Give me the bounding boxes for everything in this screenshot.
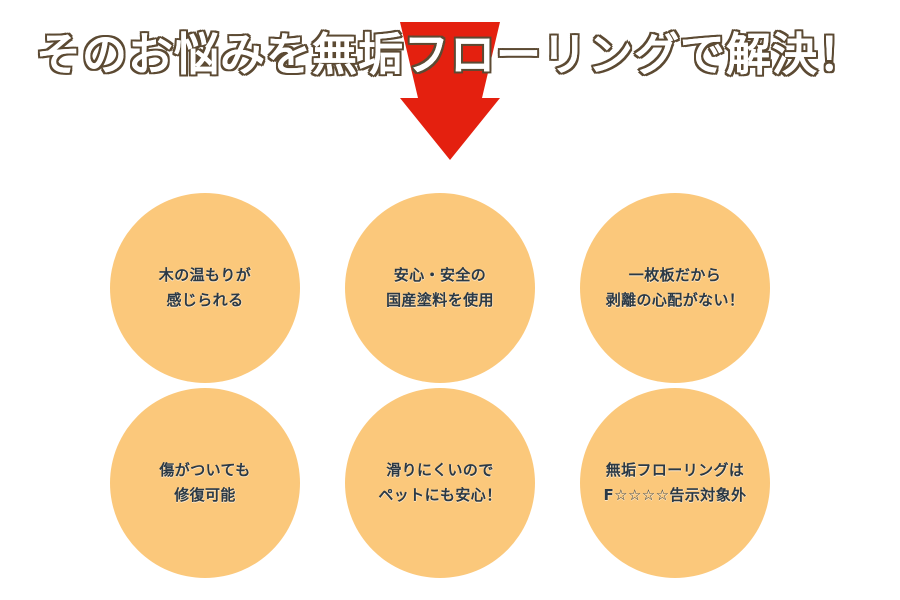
benefit-circle-3-line-1: 一枚板だから bbox=[628, 266, 722, 284]
benefit-circle-1-line-1: 木の温もりが bbox=[158, 266, 252, 284]
benefit-circle-6-line-2: F☆☆☆☆告示対象外 bbox=[603, 486, 747, 504]
benefit-circle-6: 無垢フローリングは F☆☆☆☆告示対象外 bbox=[580, 388, 770, 578]
benefit-circle-5-line-2: ペットにも安心！ bbox=[378, 486, 502, 504]
benefit-circle-5-body: 滑りにくいので ペットにも安心！ bbox=[345, 388, 535, 578]
benefit-circle-5-line-1: 滑りにくいので bbox=[386, 461, 494, 479]
benefit-circle-1-body: 木の温もりが 感じられる bbox=[110, 193, 300, 383]
benefit-circle-3-line-2: 剥離の心配がない！ bbox=[605, 291, 745, 309]
down-arrow-shape bbox=[400, 22, 500, 160]
benefit-circle-2-body: 安心・安全の 国産塗料を使用 bbox=[345, 193, 535, 383]
benefit-circle-5: 滑りにくいので ペットにも安心！ bbox=[345, 388, 535, 578]
benefit-circle-2-line-2: 国産塗料を使用 bbox=[386, 291, 494, 309]
benefit-circle-4: 傷がついても 修復可能 bbox=[110, 388, 300, 578]
benefit-circle-4-line-1: 傷がついても bbox=[159, 461, 251, 479]
benefit-circle-1: 木の温もりが 感じられる bbox=[110, 193, 300, 383]
benefit-circle-2-line-1: 安心・安全の bbox=[393, 266, 487, 284]
page-title-stroke: そのお悩みを無垢フローリングで解決！ bbox=[34, 27, 864, 83]
benefit-circle-1-line-2: 感じられる bbox=[166, 291, 244, 309]
benefit-circle-3-body: 一枚板だから 剥離の心配がない！ bbox=[580, 193, 770, 383]
benefit-circle-6-line-1: 無垢フローリングは bbox=[605, 461, 745, 479]
benefit-circle-4-body: 傷がついても 修復可能 bbox=[110, 388, 300, 578]
page-title: そのお悩みを無垢フローリングで解決！ そのお悩みを無垢フローリングで解決！ bbox=[0, 24, 900, 86]
benefit-circle-3: 一枚板だから 剥離の心配がない！ bbox=[580, 193, 770, 383]
benefit-circle-6-body: 無垢フローリングは F☆☆☆☆告示対象外 bbox=[580, 388, 770, 578]
benefit-circle-2: 安心・安全の 国産塗料を使用 bbox=[345, 193, 535, 383]
benefit-circle-grid: 木の温もりが 感じられる 安心・安全の 国産塗料を使用 一枚板だから 剥離の心配… bbox=[0, 193, 900, 583]
page-title-fill: そのお悩みを無垢フローリングで解決！ bbox=[35, 28, 864, 81]
down-arrow-icon bbox=[398, 20, 502, 162]
benefit-circle-4-line-2: 修復可能 bbox=[174, 486, 236, 504]
